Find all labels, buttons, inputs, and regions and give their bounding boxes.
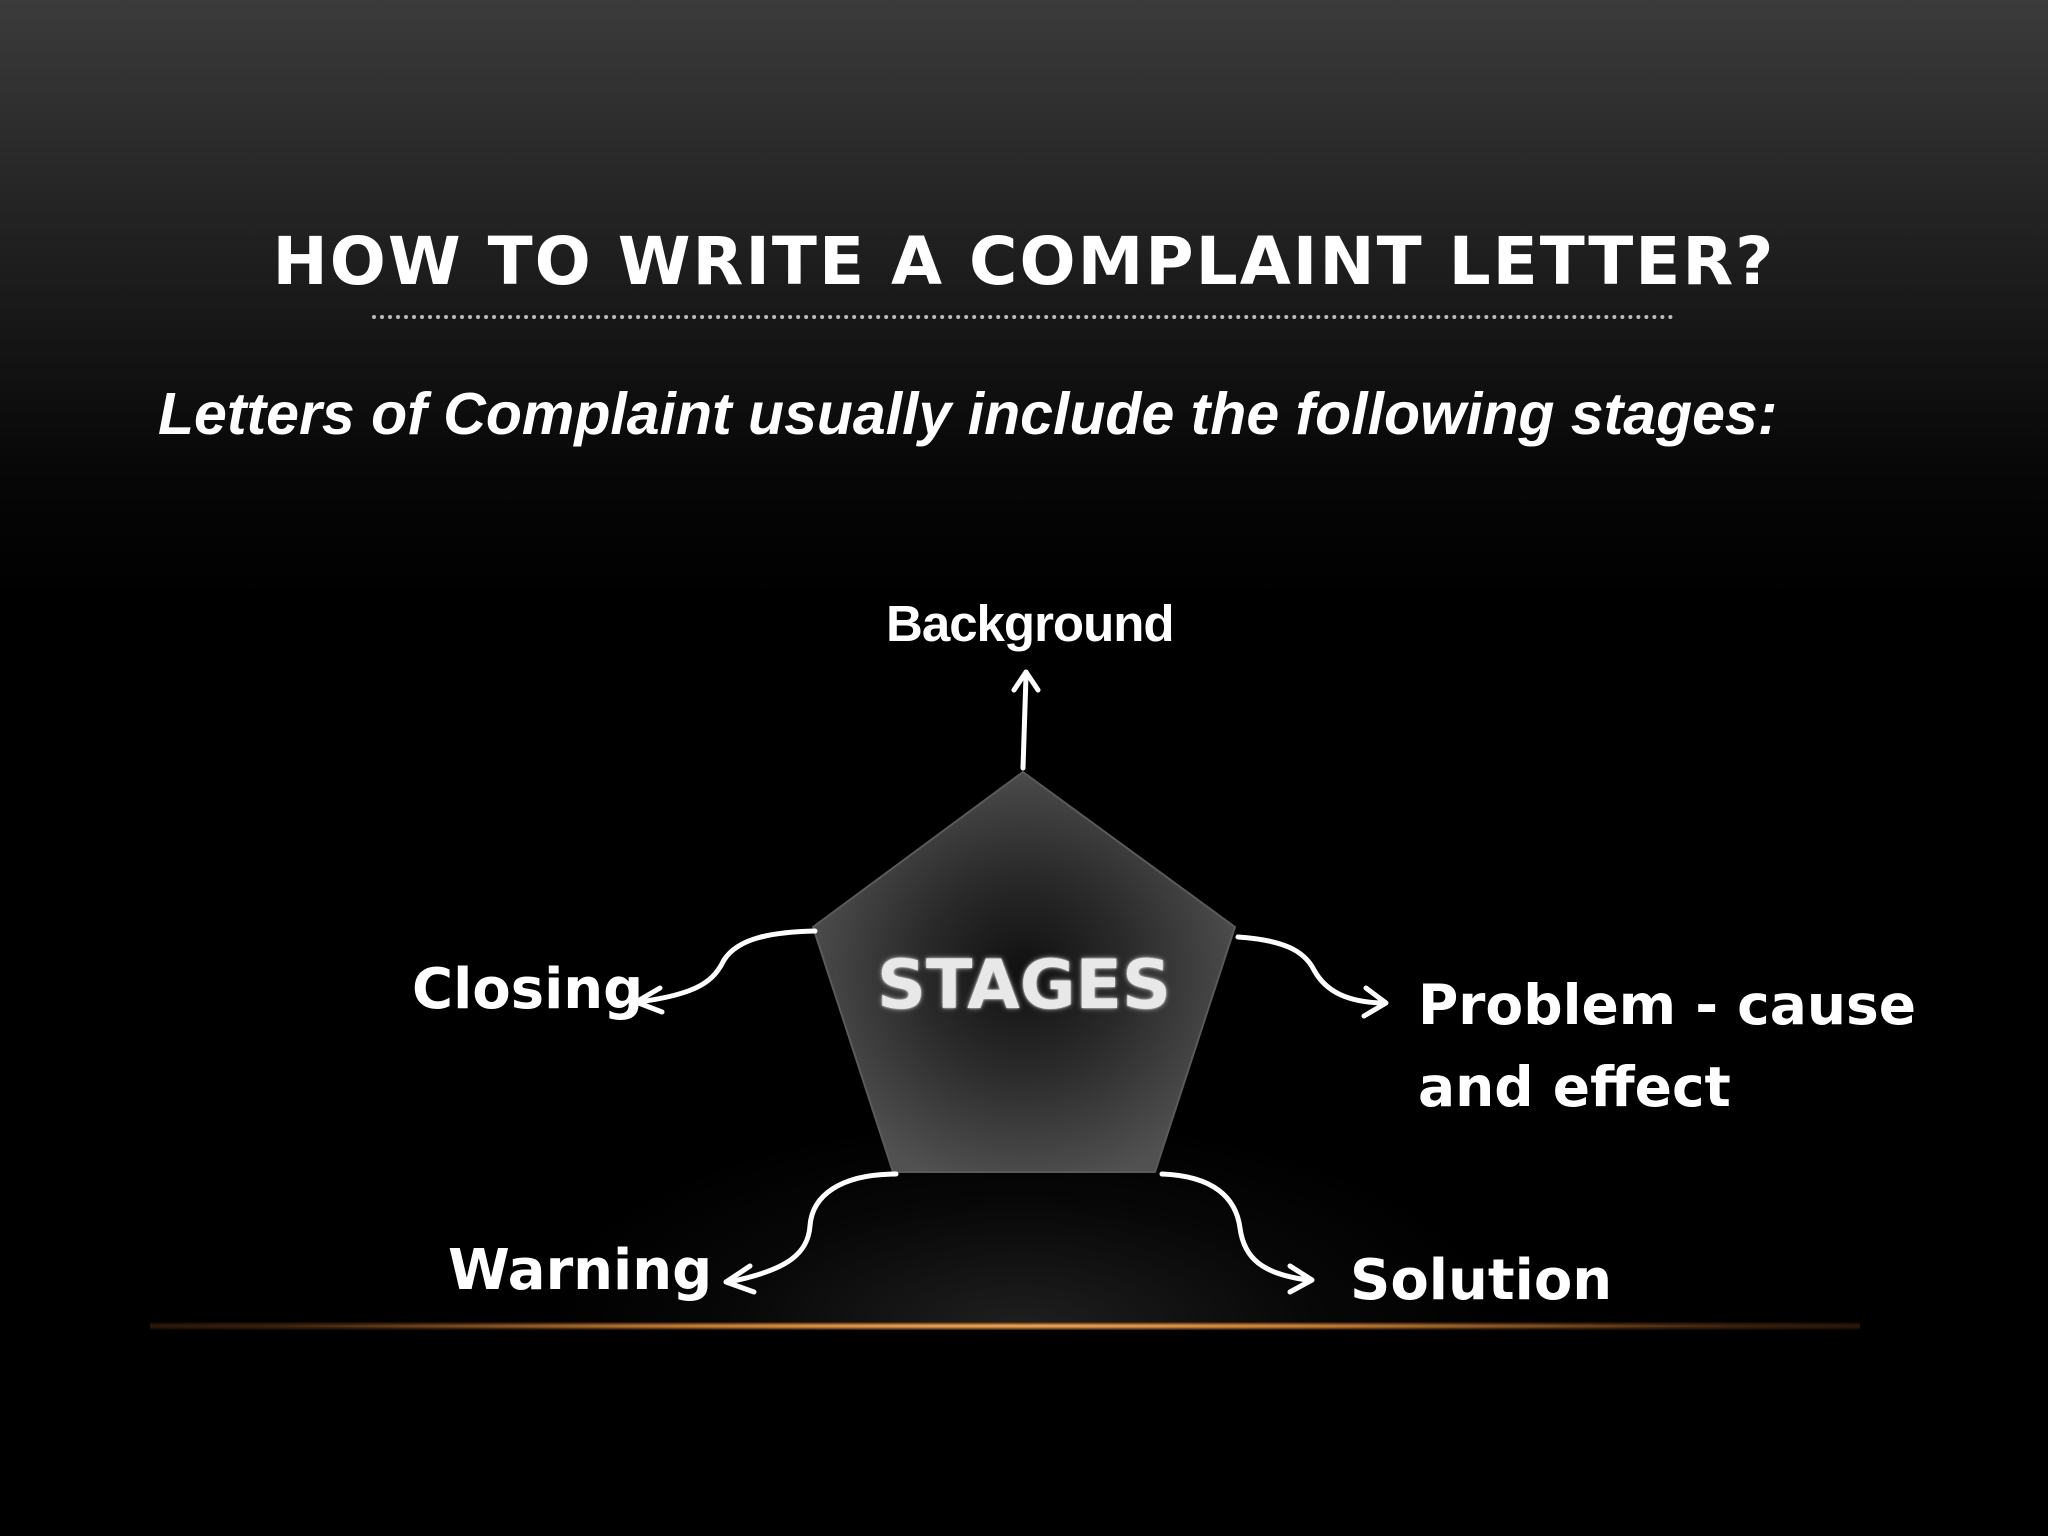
arrow-to-warning [723,1171,899,1295]
arrow-to-background [1011,669,1041,771]
slide-title: HOW TO WRITE A COMPLAINT LETTER? [272,223,1776,300]
stages-center-label: STAGES [877,946,1171,1025]
stage-label-closing: Closing [412,957,644,1022]
floor-glow-line [150,1322,1860,1330]
arrow-to-solution [1159,1171,1315,1295]
stage-label-problem: Problem - cause and effect [1418,973,1917,1119]
stage-label-solution: Solution [1350,1248,1613,1313]
stage-label-warning: Warning [448,1238,713,1303]
slide-subtitle: Letters of Complaint usually include the… [158,381,1778,447]
arrow-to-problem [1235,934,1389,1019]
stage-label-background: Background [886,595,1175,652]
arrow-to-closing [633,928,818,1015]
stages-pentagon [811,770,1237,1173]
title-divider [372,315,1674,319]
